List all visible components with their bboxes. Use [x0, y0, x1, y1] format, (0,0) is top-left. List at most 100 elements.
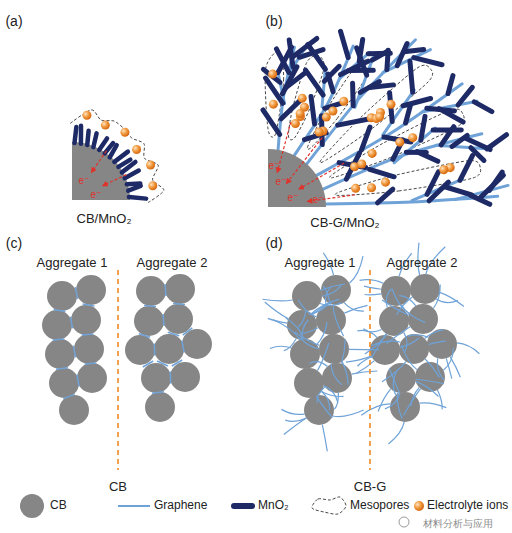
graphene-sheet	[294, 46, 353, 155]
graphene-sheet	[317, 84, 463, 176]
carbon-black-particle	[134, 306, 164, 336]
panel-caption: CB	[109, 480, 127, 494]
carbon-black-particle	[74, 334, 104, 364]
carbon-black-particle	[76, 275, 106, 305]
mno2-rod	[445, 187, 472, 195]
graphene-sheet	[383, 90, 415, 135]
graphene-sheet	[164, 284, 166, 296]
electrolyte-ion	[268, 70, 277, 79]
electrolyte-ion	[414, 501, 424, 511]
mno2-rod	[340, 31, 348, 57]
legend-swatch	[234, 506, 252, 507]
graphene-sheet	[302, 320, 308, 339]
graphene-sheet	[157, 361, 168, 366]
mesopore-outline	[312, 497, 346, 514]
carbon-black-particle	[165, 274, 195, 304]
electron-label: e⁻	[91, 189, 102, 200]
graphene-sheet	[172, 360, 182, 366]
legend-swatch	[20, 494, 44, 518]
graphene-sheet	[403, 389, 420, 416]
graphene-sheet	[392, 289, 409, 314]
graphene-sheet	[322, 67, 325, 107]
graphene-sheet	[397, 393, 402, 419]
graphene-sheet	[83, 304, 95, 306]
graphene-sheet	[168, 332, 179, 335]
mno2-rod	[282, 67, 296, 94]
electrolyte-ion	[146, 161, 155, 170]
mesopore-outline	[69, 110, 163, 203]
graphene-sheet	[404, 332, 407, 352]
electron-arrow	[286, 138, 322, 184]
mno2-rod	[79, 126, 84, 144]
mno2-rod	[114, 152, 128, 162]
graphene-sheet	[349, 349, 379, 351]
graphene-sheet	[342, 362, 348, 385]
mno2-rod	[403, 98, 430, 105]
graphene-sheet	[419, 403, 446, 408]
graphene-sheet	[382, 300, 408, 315]
electrolyte-ion	[101, 121, 110, 130]
mno2-rod	[474, 102, 492, 112]
graphene-sheet	[440, 292, 464, 306]
electron-arrow	[92, 151, 107, 172]
graphene-sheet	[360, 280, 384, 284]
graphene-sheet	[313, 302, 332, 314]
carbon-black-particle	[145, 392, 175, 422]
graphene-sheet	[281, 409, 304, 414]
graphene-sheet	[63, 394, 74, 398]
graphene-sheet	[370, 341, 401, 346]
electrolyte-ion	[296, 109, 305, 118]
electron-label: e⁻	[269, 160, 280, 171]
carbon-black-particle	[154, 334, 184, 364]
electrolyte-ion	[439, 165, 448, 174]
graphene-sheet	[284, 339, 296, 351]
electron-label: e⁻	[313, 194, 324, 205]
mno2-rod	[370, 169, 394, 177]
graphene-sheet	[408, 335, 429, 337]
graphene-sheet	[263, 299, 293, 301]
mno2-rod	[487, 135, 507, 149]
carbon-black-particle	[125, 335, 155, 365]
panel-c	[42, 270, 212, 470]
legend-swatches	[20, 494, 424, 518]
carbon-black-particle	[77, 363, 107, 393]
aggregate-label: Aggregate 2	[387, 256, 458, 270]
mno2-rod	[118, 160, 130, 167]
carbon-black-particle	[170, 362, 200, 392]
electrolyte-ion	[395, 138, 404, 147]
graphene-sheet	[423, 101, 477, 112]
electrolyte-ion	[368, 149, 377, 158]
electrolyte-ion	[328, 106, 337, 115]
electrolyte-ion	[357, 160, 366, 169]
carbon-black-particle	[45, 339, 75, 369]
panel-b	[263, 31, 508, 207]
mno2-rod	[452, 135, 467, 146]
graphene-sheet	[53, 339, 65, 340]
mno2-rod	[360, 82, 379, 93]
graphene-sheet	[457, 343, 479, 354]
graphene-sheet	[361, 404, 390, 415]
graphene-sheet	[73, 346, 75, 358]
legend-swatch	[414, 501, 424, 511]
graphene-sheet	[300, 337, 319, 348]
graphene-sheet	[344, 305, 367, 313]
electron-label: e⁻	[79, 175, 90, 186]
mno2-rod	[410, 61, 413, 92]
graphene-sheet	[143, 361, 153, 367]
electron-label: e⁻	[276, 176, 287, 187]
graphene-sheet	[295, 332, 320, 345]
electrolyte-ion	[298, 94, 307, 103]
graphene-sheet	[342, 339, 346, 363]
panel-d	[263, 243, 480, 470]
panel-label: (d)	[265, 236, 282, 251]
graphene-sheet	[333, 305, 343, 337]
mno2-rod	[414, 58, 442, 65]
graphene-sheet	[378, 389, 391, 412]
legend-text: CB	[50, 499, 67, 512]
panel-label: (b)	[265, 14, 282, 29]
aggregate-label: Aggregate 1	[285, 256, 356, 270]
graphene-sheet	[323, 134, 482, 189]
carbon-black-particle	[182, 329, 212, 359]
graphene-sheet	[154, 344, 156, 356]
mno2-rod	[378, 189, 393, 203]
